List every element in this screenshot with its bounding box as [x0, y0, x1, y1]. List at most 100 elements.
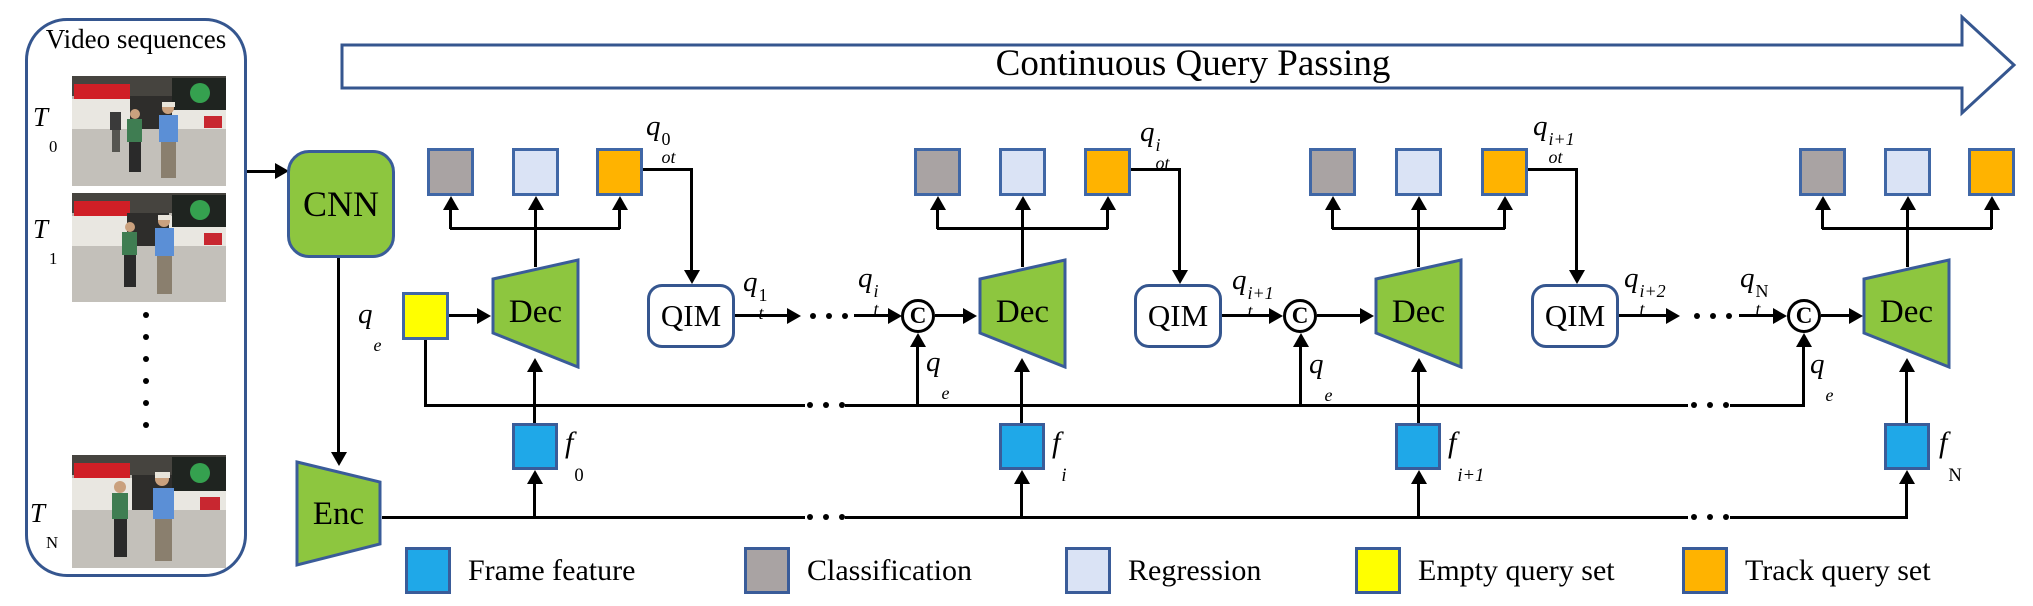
track-query-square-1 — [596, 148, 643, 196]
fi1-to-dec-line — [1417, 372, 1420, 423]
panel-to-cnn-arrowhead — [275, 163, 289, 179]
fi1-label: f i+1 — [1448, 426, 1485, 486]
enc-block — [295, 460, 382, 567]
dec1-out-v1 — [449, 210, 452, 229]
dec1-out-ah1 — [443, 196, 459, 210]
dec1-out-ah3 — [612, 196, 628, 210]
frame-label-t1: T 1 — [33, 214, 58, 268]
dec4-out-ah2 — [1900, 196, 1916, 210]
fi-to-dec-line — [1020, 372, 1023, 423]
qoti-elbow-h — [1131, 168, 1181, 171]
enc-to-fi1-line — [1417, 480, 1420, 518]
dec1-out-v3 — [618, 210, 621, 229]
dec4-out-stem — [1906, 229, 1909, 267]
f0-to-dec-line — [533, 372, 536, 423]
dec2-out-ah1 — [930, 196, 946, 210]
fn-to-dec-arrowhead — [1899, 358, 1915, 372]
regression-swatch — [1065, 547, 1111, 594]
ellipsis-dots — [810, 313, 848, 319]
enc-to-f0-arrowhead — [527, 470, 543, 484]
enc-to-fn-arrowhead — [1899, 470, 1915, 484]
classification-square-1 — [427, 148, 474, 196]
dec4-out-v2 — [1906, 210, 1909, 229]
concat-node-1: C — [901, 299, 935, 333]
dec1-label: Dec — [508, 293, 563, 330]
dec2-out-stem — [1021, 229, 1024, 267]
fn-label: f N — [1939, 426, 1962, 486]
empty-query-square — [402, 292, 449, 340]
dec4-out-v3 — [1990, 210, 1993, 229]
qim-block-3: QIM — [1531, 284, 1619, 348]
dec3-out-ah3 — [1497, 196, 1513, 210]
cnn-block — [287, 150, 395, 258]
vertical-ellipsis-dots — [143, 312, 149, 428]
c1-to-dec2-arrowhead — [963, 308, 977, 324]
qe-label-3: q e — [1810, 348, 1834, 405]
video-frame-t0 — [72, 76, 226, 186]
classification-swatch — [744, 547, 790, 594]
qe-to-c3-arrowhead — [1796, 333, 1812, 347]
empty-query-swatch — [1355, 547, 1401, 594]
qe-to-c2-line — [1299, 346, 1302, 406]
legend-label: Regression — [1128, 554, 1262, 587]
qti-line — [854, 314, 888, 317]
dec2-out-v1 — [936, 210, 939, 229]
dec4-out-ah1 — [1815, 196, 1831, 210]
qe-to-c2-arrowhead — [1293, 333, 1309, 347]
qoti1-elbow-v — [1575, 168, 1578, 270]
dec2-out-ah2 — [1015, 196, 1031, 210]
classification-square-4 — [1799, 148, 1846, 196]
ellipsis-dots — [807, 514, 845, 520]
enc-label: Enc — [312, 495, 365, 532]
frame-feature-swatch — [405, 547, 451, 594]
track-query-square-4 — [1968, 148, 2015, 196]
legend-item-classification: Classification — [744, 547, 972, 594]
c3-to-dec4-arrowhead — [1849, 308, 1863, 324]
qtn-line — [1739, 314, 1773, 317]
continuous-query-passing-label: Continuous Query Passing — [995, 42, 1391, 84]
frame-label-tn: T N — [30, 498, 59, 552]
enc-to-f0-line — [533, 480, 536, 518]
dec3-out-stem — [1417, 229, 1420, 267]
ellipsis-dots — [807, 402, 845, 408]
dec-block-4 — [1862, 258, 1951, 369]
dec4-out-v1 — [1821, 210, 1824, 229]
f0-label: f 0 — [565, 426, 584, 486]
qti1-line — [1222, 314, 1269, 317]
qe-line-seg1 — [424, 404, 805, 407]
track-query-square-3 — [1481, 148, 1528, 196]
qe-to-dec1-line — [449, 314, 477, 317]
enc-feature-line-seg3 — [1730, 516, 1908, 519]
qe-line-seg2 — [845, 404, 1688, 407]
c1-to-dec2-line — [935, 314, 963, 317]
legend-label: Track query set — [1745, 554, 1931, 587]
enc-feature-line-seg2 — [845, 516, 1688, 519]
qoti-arrowhead — [1172, 270, 1188, 284]
dec-block-1 — [491, 258, 580, 369]
enc-feature-line-seg1 — [382, 516, 805, 519]
qt1-arrowhead — [787, 308, 801, 324]
qoti-elbow-v — [1178, 168, 1181, 270]
legend-label: Empty query set — [1418, 554, 1615, 587]
qe-down-line — [424, 340, 427, 407]
qe-label-0: q e — [358, 298, 382, 355]
enc-to-fn-line — [1905, 480, 1908, 519]
qtn-arrowhead — [1773, 308, 1787, 324]
panel-to-cnn-line — [247, 170, 275, 173]
cnn-to-enc-arrowhead — [331, 452, 347, 466]
dec4-label: Dec — [1879, 293, 1934, 330]
qot0-arrowhead — [684, 270, 700, 284]
frame-feature-fn — [1884, 423, 1930, 470]
legend-item-empty-query-set: Empty query set — [1355, 547, 1615, 594]
frame-label-t0: T 0 — [33, 102, 58, 156]
dec4-out-ah3 — [1984, 196, 2000, 210]
dec3-out-v2 — [1417, 210, 1420, 229]
qe-label-1: q e — [926, 346, 950, 403]
regression-square-4 — [1884, 148, 1931, 196]
qoti1-arrowhead — [1569, 270, 1585, 284]
dec2-label: Dec — [995, 293, 1050, 330]
